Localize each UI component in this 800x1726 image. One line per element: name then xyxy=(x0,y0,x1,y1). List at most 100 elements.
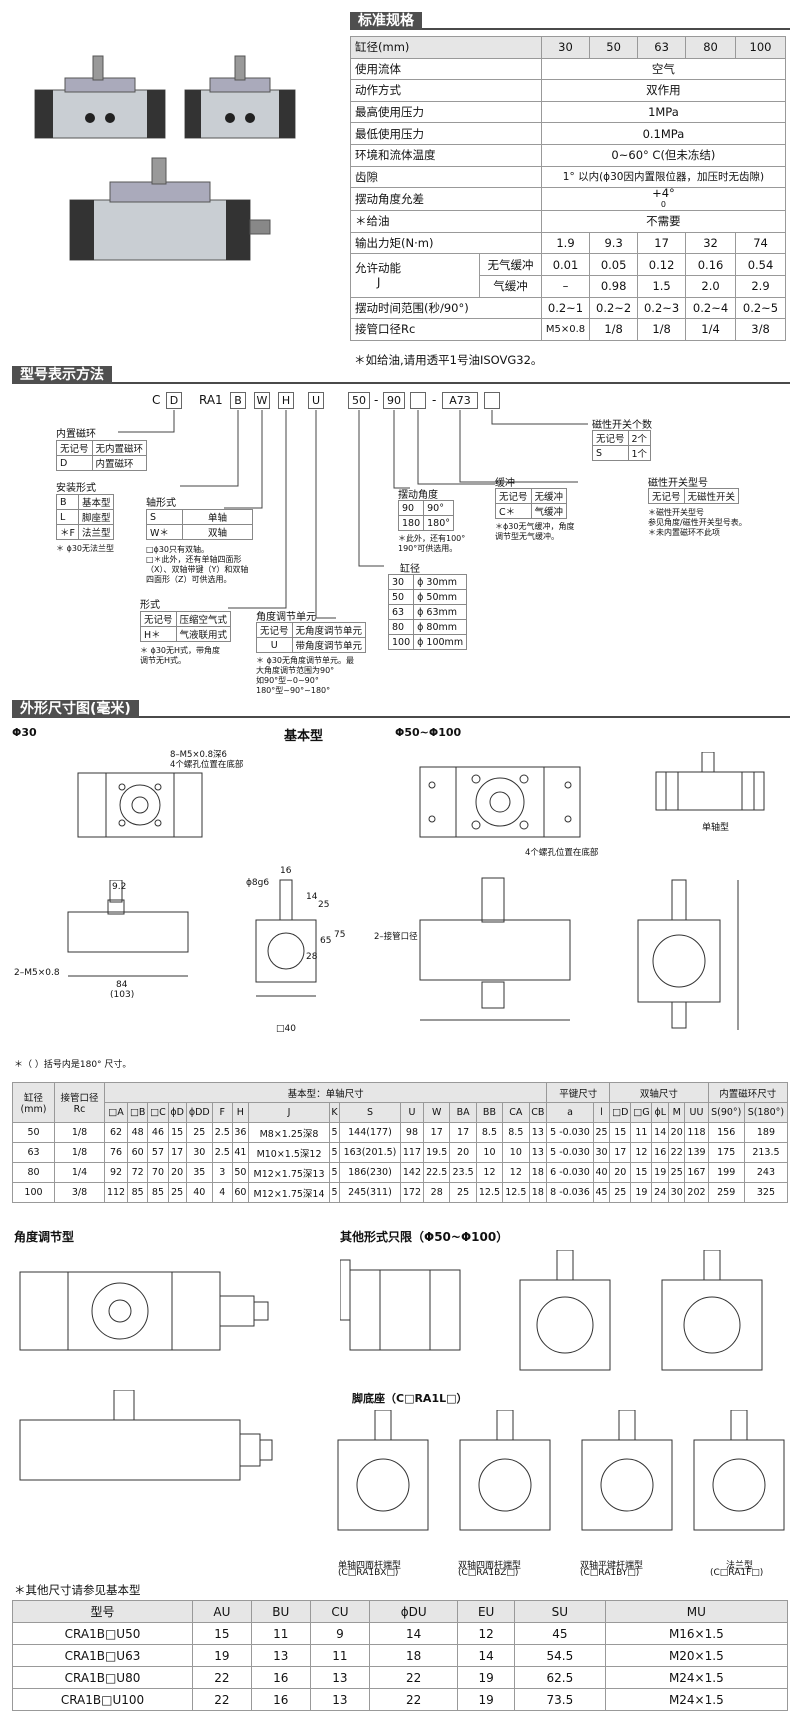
dim-cell: M12×1.75深13 xyxy=(248,1162,330,1183)
mini-val: ϕ 80mm xyxy=(413,619,468,635)
spec-row: 摆动角度允差+4°0 xyxy=(350,187,787,212)
switch-note: 参见角度/磁性开关型号表。 xyxy=(648,518,747,527)
dim-cell: 24 xyxy=(651,1182,669,1203)
dim-cell: 30 xyxy=(185,1142,213,1163)
spec-cell: 9.3 xyxy=(589,231,639,255)
mini-key: W＊ xyxy=(146,524,183,540)
dim-port2b: 2–接管口径 xyxy=(374,932,418,942)
mini-val: ϕ 100mm xyxy=(413,634,468,650)
drawing-phi50-side xyxy=(637,879,739,1030)
dim-65: 65 xyxy=(320,936,332,946)
bot-h: ϕDU xyxy=(369,1600,459,1623)
dim-cell: 12 xyxy=(502,1162,530,1183)
dim-cell: 11 xyxy=(630,1122,653,1143)
dim-cell: 19.5 xyxy=(423,1142,451,1163)
dim-cell: 45 xyxy=(592,1182,611,1203)
bot-cell: 11 xyxy=(250,1622,311,1645)
spec-cell: 0.98 xyxy=(589,274,639,298)
dim-cell: 245(311) xyxy=(339,1182,401,1203)
mini-val: ϕ 30mm xyxy=(413,574,468,590)
dim-cell: M12×1.75深14 xyxy=(248,1182,330,1203)
dim-cell: 12 xyxy=(475,1162,504,1183)
dim-cell: 4 xyxy=(211,1182,233,1203)
mount-note: ＊ ϕ30无法兰型 xyxy=(56,544,114,553)
dim-cell: 70 xyxy=(147,1162,169,1183)
dim-cell: 62 xyxy=(103,1122,129,1143)
spec-cell: 3/8 xyxy=(735,318,786,341)
dim-cell: 19 xyxy=(651,1162,669,1183)
dim-col: ϕL xyxy=(651,1102,669,1123)
code-u: U xyxy=(308,392,324,409)
shaft-note: （X）、双轴带键（Y）和双轴 xyxy=(146,565,249,574)
bot-h: CU xyxy=(309,1600,371,1623)
dim-cell: 25 xyxy=(592,1122,611,1143)
mini-key: C＊ xyxy=(495,503,532,519)
dim-cell: 17 xyxy=(167,1142,187,1163)
dim-cell: 325 xyxy=(743,1182,789,1203)
spec-label: 最低使用压力 xyxy=(350,122,542,145)
spec-cell: 32 xyxy=(685,231,737,255)
bot-cell: 12 xyxy=(457,1622,516,1645)
dim-col: F xyxy=(211,1102,233,1123)
mini-val: 法兰型 xyxy=(77,524,115,540)
bot-h: MU xyxy=(604,1600,789,1623)
label-single-shaft: 单轴型 xyxy=(702,823,730,833)
dim-103: (103) xyxy=(110,990,135,1000)
dim-cell: 30 xyxy=(592,1142,611,1163)
bot-cell: 16 xyxy=(250,1666,311,1689)
dim-cell: 12.5 xyxy=(475,1182,504,1203)
mini-val: 无角度调节单元 xyxy=(291,622,367,638)
spec-cell: 1.5 xyxy=(637,274,687,298)
dim-cell: 118 xyxy=(684,1122,709,1143)
mini-val: ϕ 63mm xyxy=(413,604,468,620)
drawing-angle-front xyxy=(19,1390,273,1481)
note-other: ＊其他尺寸请参见基本型 xyxy=(14,1583,141,1597)
model-section-header: 型号表示方法 xyxy=(12,366,790,384)
dim-col: □B xyxy=(127,1102,149,1123)
dim-col: □D xyxy=(609,1102,632,1123)
mini-key: 180 xyxy=(397,515,425,531)
dim-cell: 172 xyxy=(399,1182,425,1203)
mini-row: C＊气缓冲 xyxy=(495,503,568,519)
shaft-note: □＊此外，还有单轴四面形 xyxy=(146,555,242,564)
dim-cell: 72 xyxy=(127,1162,149,1183)
dim-cell: 63 xyxy=(12,1142,55,1163)
dim-col: W xyxy=(423,1102,451,1123)
dim-col: BB xyxy=(475,1102,504,1123)
mini-val: 基本型 xyxy=(77,494,115,510)
bot-cell: CRA1B□U100 xyxy=(12,1688,193,1711)
mini-val: ϕ 50mm xyxy=(413,589,468,605)
dim-col: □G xyxy=(630,1102,653,1123)
mini-key: 50 xyxy=(387,589,415,605)
angle-note: ＊此外，还有100° xyxy=(398,534,466,543)
bot-cell: 54.5 xyxy=(514,1644,606,1667)
mini-val: 单轴 xyxy=(182,509,253,525)
bot-h: AU xyxy=(192,1600,252,1623)
dim-cell: 5 -0.030 xyxy=(546,1122,594,1143)
note-m5: 8–M5×0.8深6 xyxy=(170,750,227,760)
dim-cell: 18 xyxy=(528,1162,548,1183)
dim-col: a xyxy=(546,1102,594,1123)
bot-cell: 18 xyxy=(369,1644,459,1667)
dim-cell: 15 xyxy=(167,1122,187,1143)
dim-28: 28 xyxy=(306,952,318,962)
dim-cell: 17 xyxy=(609,1142,632,1163)
drawing-foot-4 xyxy=(693,1410,785,1531)
adj-note: ＊ ϕ30无角度调节单元。最 xyxy=(256,656,354,665)
bot-cell: M20×1.5 xyxy=(604,1644,789,1667)
dim-cell: 112 xyxy=(103,1182,129,1203)
dim-col: ϕDD xyxy=(185,1102,213,1123)
dim-h-key: 平键尺寸 xyxy=(546,1082,611,1103)
spec-label: 输出力矩(N·m) xyxy=(350,231,542,255)
dim-cell: 2.5 xyxy=(211,1142,233,1163)
